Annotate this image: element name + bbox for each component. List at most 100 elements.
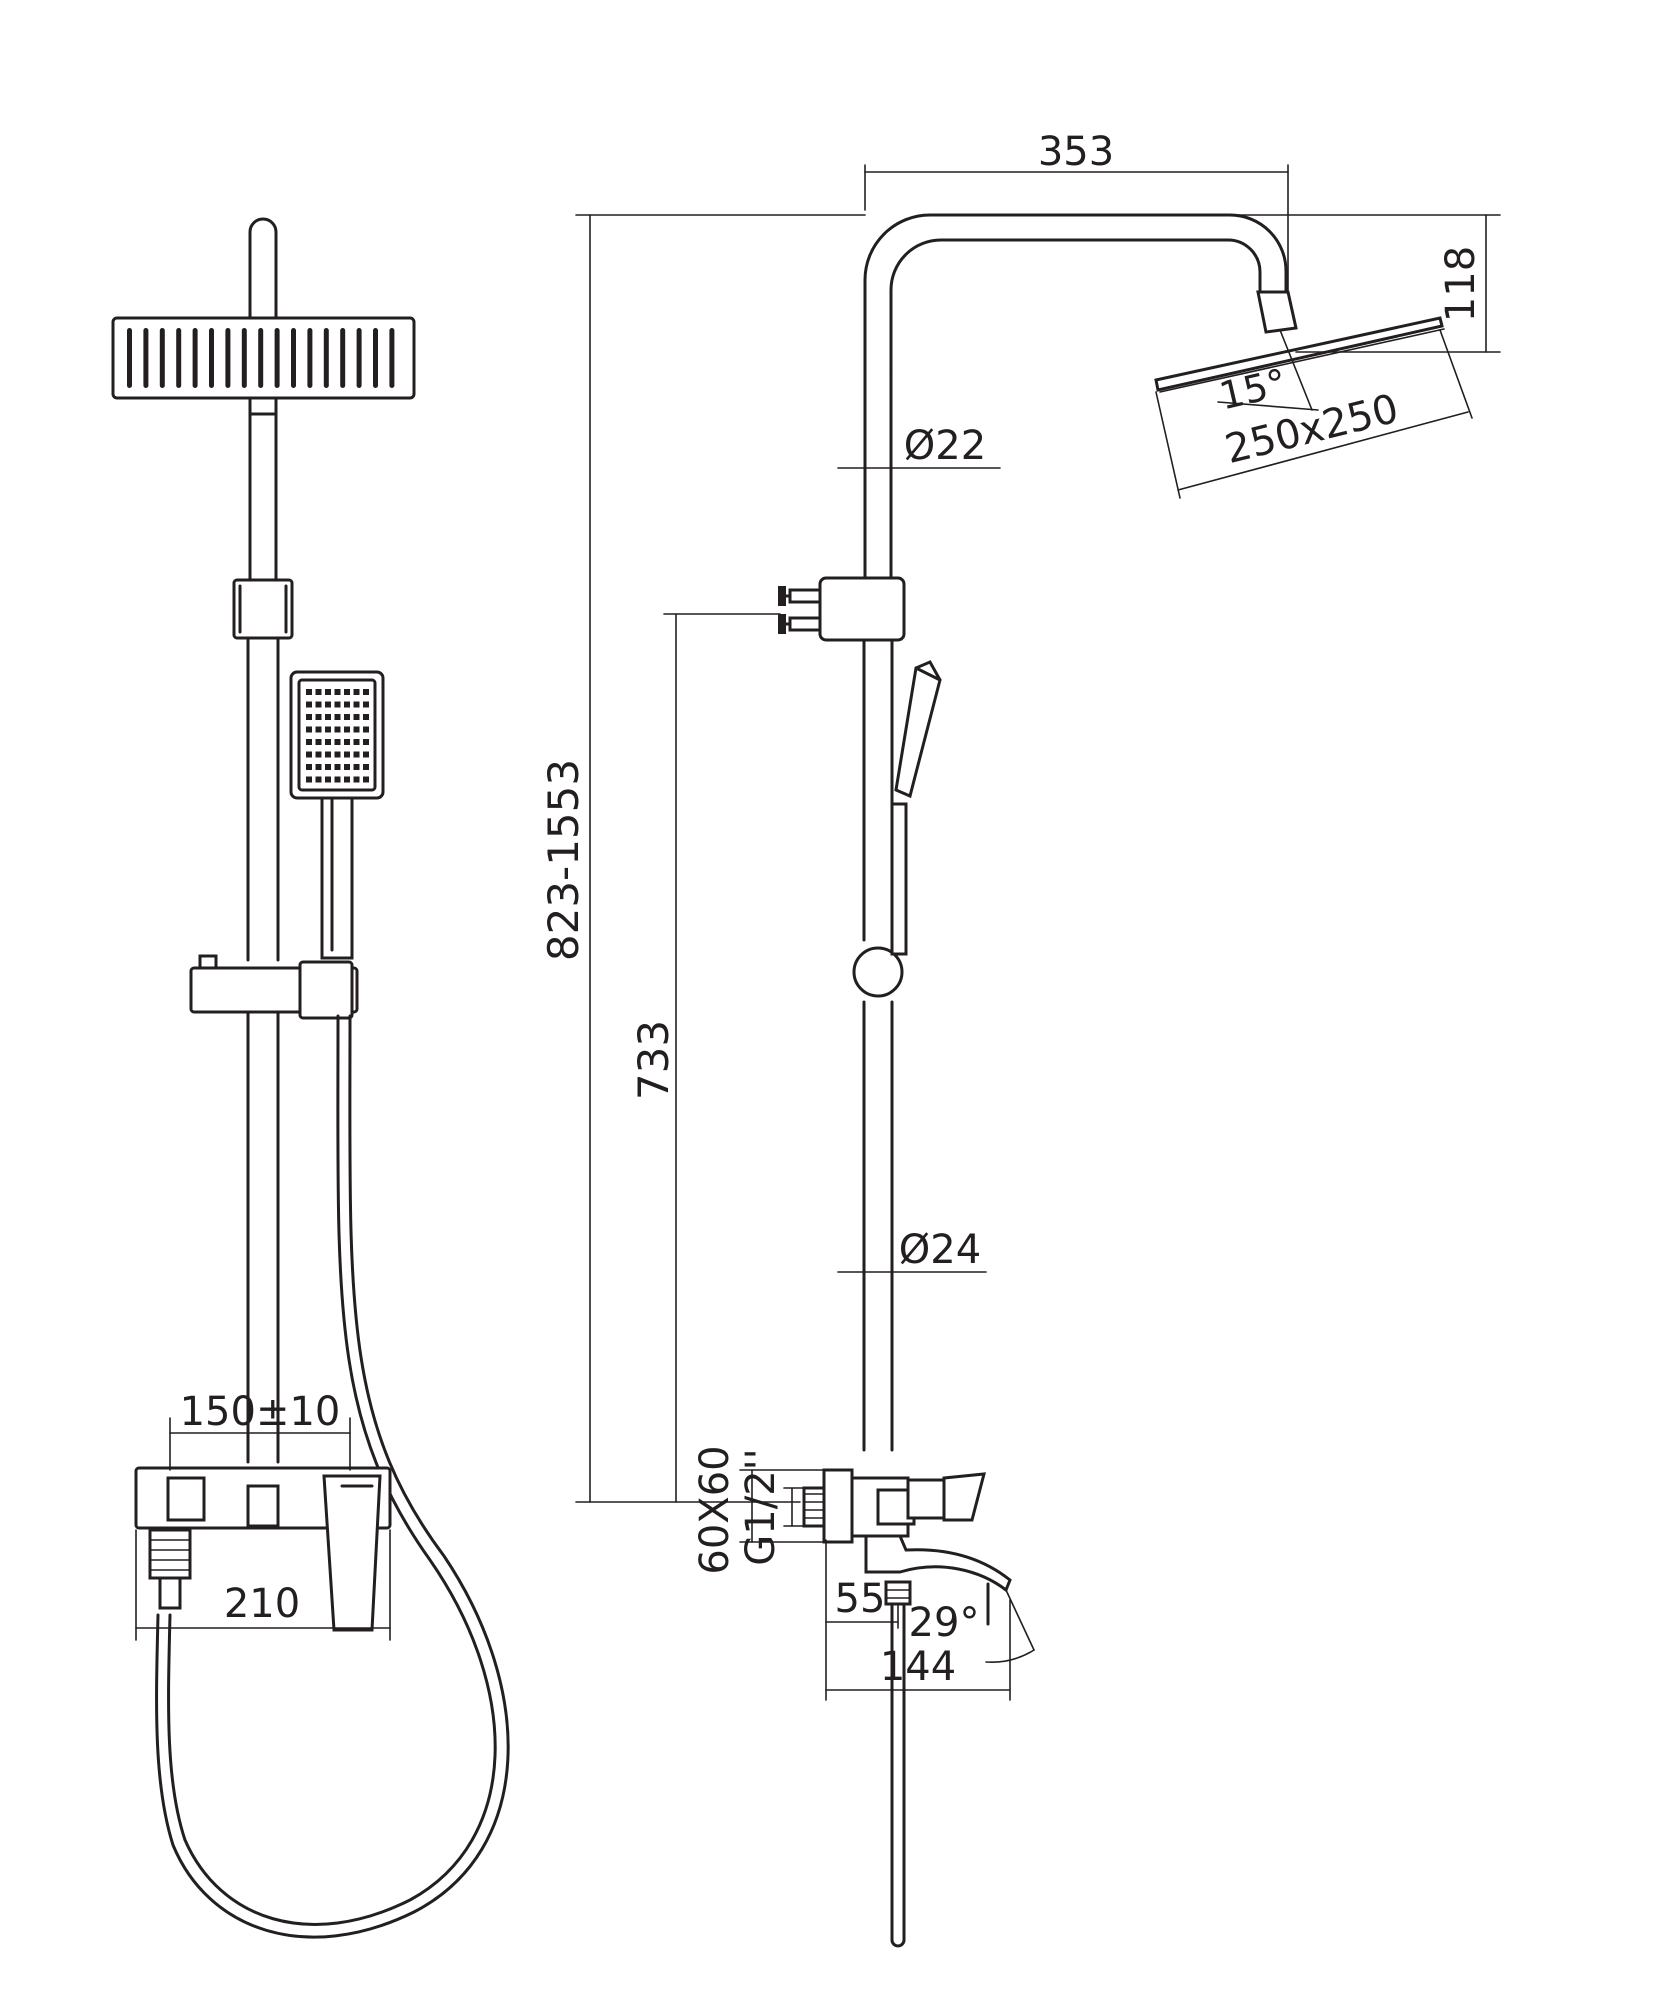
dim-spout-offset-label: 55	[835, 1576, 886, 1622]
dim-wall-plate-label: 60X60	[692, 1445, 738, 1574]
hand-shower-center-nozzle	[334, 739, 341, 745]
hand-shower-center-nozzle	[334, 726, 341, 733]
hand-shower-center-nozzle	[344, 739, 350, 745]
dim-mixer-spacing: 150±10	[169, 1389, 351, 1471]
rain-head-slot	[159, 328, 165, 388]
hand-shower-nozzle	[353, 714, 360, 720]
front-mixer	[134, 1466, 392, 1632]
hand-shower-center-nozzle	[325, 751, 331, 758]
rain-head-slot	[323, 328, 329, 388]
rain-head-slot	[307, 328, 313, 388]
rain-head-slot	[225, 328, 231, 388]
dim-riser-height-label: 733	[629, 1020, 678, 1100]
rain-head-slot	[356, 328, 362, 388]
dim-arm-length: 353	[864, 129, 1289, 291]
hand-shower-nozzle	[363, 739, 369, 745]
dim-head-drop-label: 118	[1438, 246, 1484, 322]
hand-shower-nozzle	[344, 689, 350, 695]
side-upper-pipe	[863, 370, 893, 580]
side-hose	[890, 1602, 906, 1948]
dim-spout-angle-label: 29°	[909, 1600, 980, 1646]
rain-head-slot	[209, 328, 214, 388]
dim-upper-pipe-dia: Ø22	[837, 423, 1001, 469]
rain-head-slot	[274, 328, 280, 388]
rain-head-slot	[340, 328, 346, 388]
side-view: 15° 250x250 353 118 Ø22	[539, 129, 1501, 1948]
hand-shower-nozzle	[353, 764, 360, 770]
hand-shower-center-nozzle	[334, 751, 341, 758]
side-mixer	[802, 1468, 1012, 1626]
hand-shower-nozzle	[325, 776, 331, 783]
front-upper-pipe	[248, 217, 278, 582]
front-hose	[155, 1014, 510, 1939]
hand-shower-nozzle	[315, 726, 322, 733]
hand-shower-nozzle	[306, 689, 312, 695]
hand-shower-nozzle	[315, 776, 322, 783]
hand-shower-nozzle	[315, 751, 322, 758]
rain-head-slot	[258, 328, 264, 388]
rain-head-slot	[373, 328, 378, 388]
dim-mixer-spacing-label: 150±10	[180, 1389, 341, 1435]
dim-mixer-width-label: 210	[224, 1581, 300, 1627]
dim-inlet-thread-label: G1/2''	[738, 1448, 784, 1565]
front-view: 150±10 210	[111, 217, 510, 1939]
hand-shower-nozzle	[306, 726, 312, 733]
side-hand-shower	[894, 660, 942, 799]
hand-shower-nozzle	[306, 776, 312, 783]
dim-head-tilt: 15°	[1215, 329, 1319, 418]
front-rain-head	[111, 316, 416, 400]
dim-spout-angle: 29°	[909, 1589, 1035, 1663]
hand-shower-nozzle	[344, 701, 350, 708]
rain-head-slot	[389, 328, 395, 388]
rain-head-slot	[241, 328, 247, 388]
dim-upper-pipe-dia-label: Ø22	[904, 423, 986, 469]
hand-shower-nozzle	[306, 739, 312, 745]
dim-lower-pipe-dia: Ø24	[837, 1227, 987, 1273]
hand-shower-center-nozzle	[344, 726, 350, 733]
hand-shower-nozzle	[363, 751, 369, 758]
hand-shower-nozzle	[315, 689, 322, 695]
front-hand-shower	[289, 670, 385, 960]
hand-shower-center-nozzle	[344, 714, 350, 720]
side-upper-arm	[863, 213, 1288, 374]
hand-shower-nozzle	[344, 776, 350, 783]
hand-shower-nozzle	[325, 701, 331, 708]
hand-shower-nozzle	[306, 701, 312, 708]
rain-head-slot	[291, 328, 296, 388]
hand-shower-nozzle	[353, 689, 360, 695]
hand-shower-nozzle	[315, 739, 322, 745]
hand-shower-nozzle	[363, 701, 369, 708]
hand-shower-nozzle	[306, 714, 312, 720]
rain-head-slot	[127, 328, 132, 388]
rain-head-slot	[176, 328, 182, 388]
hand-shower-nozzle	[325, 689, 331, 695]
hand-shower-center-nozzle	[334, 714, 341, 720]
hand-shower-nozzle	[363, 726, 369, 733]
hand-shower-center-nozzle	[325, 726, 331, 733]
dim-total-height: 823-1553	[539, 214, 866, 1503]
hand-shower-nozzle	[363, 714, 369, 720]
front-lower-pipe	[246, 636, 280, 1464]
hand-shower-nozzle	[353, 739, 360, 745]
side-wall-bracket	[778, 576, 906, 642]
front-slider-bar	[189, 954, 359, 1020]
side-rain-head	[1154, 316, 1445, 393]
hand-shower-nozzle	[325, 764, 331, 770]
hand-shower-nozzle	[306, 751, 312, 758]
dim-spout-length: 144	[825, 1599, 1011, 1701]
hand-shower-nozzle	[306, 764, 312, 770]
dim-total-height-label: 823-1553	[539, 759, 588, 961]
hand-shower-nozzle	[334, 764, 341, 770]
hand-shower-center-nozzle	[344, 751, 350, 758]
hand-shower-nozzle	[363, 689, 369, 695]
dim-inlet-thread: G1/2''	[738, 1448, 807, 1566]
side-slider	[852, 802, 908, 998]
hand-shower-nozzle	[353, 726, 360, 733]
dim-mixer-width: 210	[135, 1529, 391, 1641]
front-upper-clamp	[232, 578, 294, 640]
hand-shower-nozzle	[315, 714, 322, 720]
side-lower-pipe	[862, 638, 894, 1452]
hand-shower-nozzle	[353, 701, 360, 708]
hand-shower-center-nozzle	[325, 739, 331, 745]
